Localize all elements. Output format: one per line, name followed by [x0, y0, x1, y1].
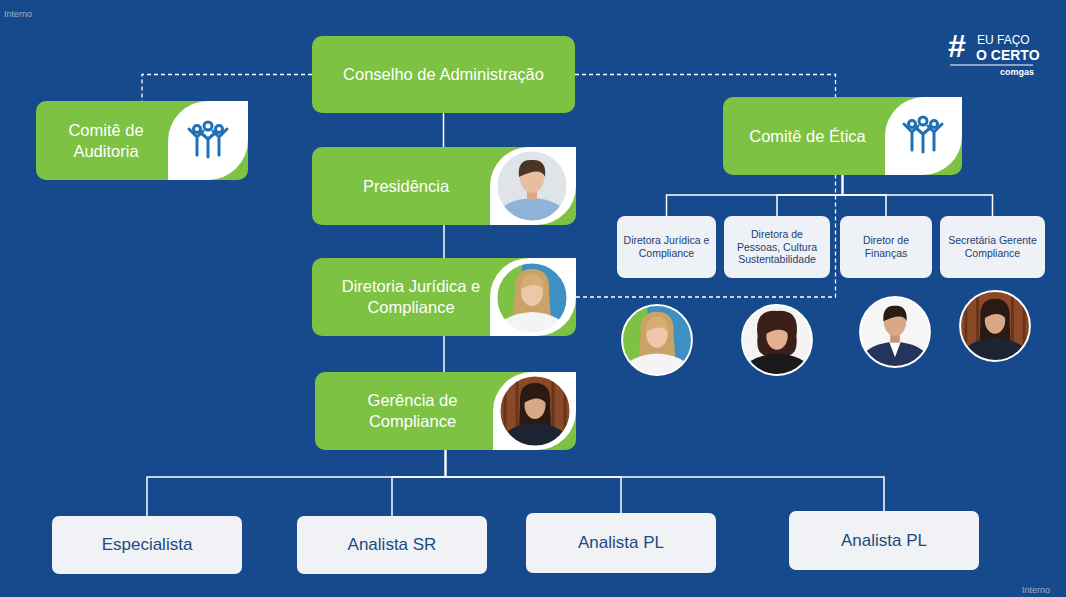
logo-text: O CERTO	[976, 48, 1040, 62]
dashed-link	[576, 175, 836, 297]
node-text: Analista SR	[348, 535, 437, 555]
reporting-line	[443, 336, 445, 372]
brand-name: comgas	[1000, 68, 1034, 77]
portrait-photo	[738, 301, 816, 379]
reporting-line	[443, 225, 445, 258]
role-box: Analista PL	[789, 511, 979, 570]
committee-box: Comitê de Auditoria	[36, 101, 248, 180]
node-text: Especialista	[102, 535, 193, 555]
logo-rule	[950, 65, 1033, 66]
org-unit-box: Diretoria Jurídica e Compliance	[312, 258, 576, 336]
node-text: Analista PL	[841, 531, 927, 551]
reporting-line	[843, 175, 993, 216]
node-text: Presidência	[363, 176, 449, 197]
member-box: Secretária Gerente Compliance	[940, 216, 1045, 278]
portrait-photo	[618, 301, 696, 379]
reporting-line	[446, 450, 622, 513]
member-box: Diretora Jurídica e Compliance	[617, 216, 716, 278]
node-text: Comitê de Auditoria	[50, 120, 162, 161]
node-text: Gerência de Compliance	[337, 390, 488, 431]
node-text: Diretoria Jurídica e Compliance	[334, 276, 488, 317]
node-text: Conselho de Administração	[343, 64, 544, 85]
board-box: Conselho de Administração	[312, 36, 575, 113]
node-text: Secretária Gerente Compliance	[944, 234, 1041, 260]
classification-mark: Interno	[4, 10, 32, 19]
node-text: Diretor de Finanças	[844, 234, 928, 260]
node-text: Diretora Jurídica e Compliance	[621, 234, 712, 260]
role-box: Especialista	[52, 516, 242, 574]
node-text: Comitê de Ética	[749, 126, 865, 147]
reporting-line	[446, 450, 885, 511]
role-box: Analista SR	[297, 516, 487, 574]
classification-mark: Interno	[1022, 586, 1050, 595]
org-unit-box: Gerência de Compliance	[315, 372, 576, 450]
reporting-line	[667, 175, 843, 216]
reporting-line	[392, 450, 446, 516]
committee-box: Comitê de Ética	[723, 97, 962, 175]
dashed-link	[142, 75, 312, 102]
logo-text: EU FAÇO	[977, 34, 1030, 46]
member-box: Diretora de Pessoas, Cultura Sustentabil…	[724, 216, 830, 278]
dashed-link	[575, 75, 836, 98]
reporting-line	[147, 450, 446, 516]
role-box: Analista PL	[526, 513, 716, 573]
member-box: Diretor de Finanças	[840, 216, 932, 278]
reporting-line	[443, 113, 445, 147]
node-text: Analista PL	[578, 533, 664, 553]
org-unit-box: Presidência	[312, 147, 576, 225]
reporting-line	[777, 175, 843, 216]
portrait-photo	[956, 287, 1034, 365]
node-text: Diretora de Pessoas, Cultura Sustentabil…	[728, 228, 826, 266]
portrait-photo	[856, 293, 934, 371]
logo-hash: #	[948, 30, 966, 62]
